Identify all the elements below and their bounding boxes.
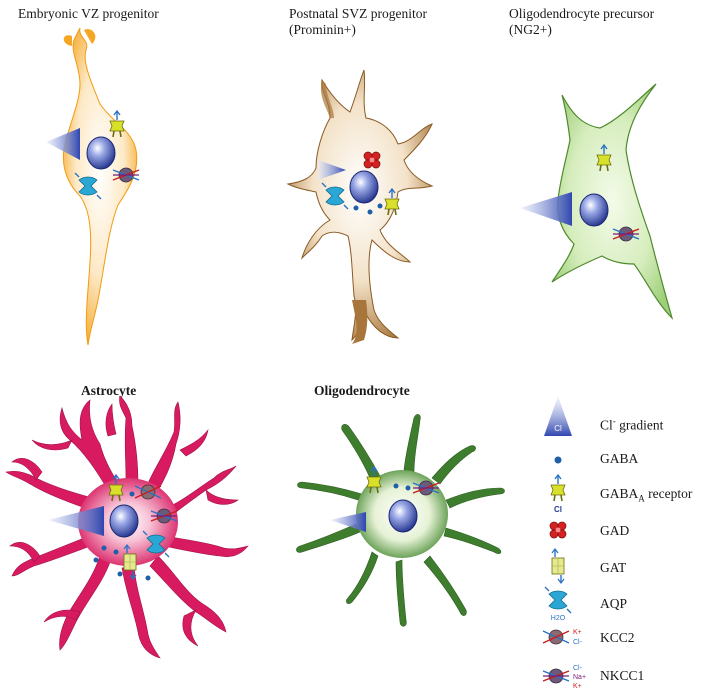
astrocyte-cl-gradient-cone (48, 506, 104, 536)
astrocyte-gaba-dots (93, 491, 151, 581)
oligodendrocyte-gaba-dots (393, 483, 411, 491)
legend-gaba-dot-icon (554, 456, 562, 464)
svz-title-line1: Postnatal SVZ progenitor (289, 6, 427, 21)
opc-cell (520, 83, 674, 321)
legend-icons: Cl Cl H2O K+ Cl- Cl- Na+ K+ (542, 396, 586, 690)
opc-title-line2: (NG2+) (509, 22, 552, 37)
legend-gaba-label: GABA (600, 451, 639, 466)
astrocyte-cell (5, 395, 249, 659)
vz-nucleus (86, 136, 116, 170)
opc-panel-title: Oligodendrocyte precursor (NG2+) (509, 6, 654, 38)
svz-panel-title: Postnatal SVZ progenitor (Prominin+) (289, 6, 427, 38)
opc-nucleus (579, 193, 609, 227)
legend-nkcc1-label: NKCC1 (600, 668, 645, 683)
svg-text:K+: K+ (573, 629, 582, 636)
svg-text:K+: K+ (573, 683, 582, 690)
opc-cl-gradient-cone (520, 192, 572, 226)
svg-text:H2O: H2O (551, 615, 566, 622)
oligodendrocyte-nucleus (388, 499, 418, 533)
legend-gad-icon (549, 521, 567, 539)
legend-cl-gradient-label: Cl- gradient (600, 416, 664, 433)
legend-aqp-icon: H2O (544, 586, 572, 622)
svz-cl-gradient-cone (318, 160, 346, 180)
astrocyte-panel-title: Astrocyte (81, 383, 137, 398)
oligodendrocyte-cell (296, 414, 505, 627)
legend-kcc2-label: KCC2 (600, 630, 635, 645)
svg-text:Cl-: Cl- (573, 639, 583, 646)
svz-gad (363, 151, 381, 169)
vz-panel-title: Embryonic VZ progenitor (18, 6, 159, 21)
legend-gat-label: GAT (600, 560, 627, 575)
opc-title-line1: Oligodendrocyte precursor (509, 6, 655, 21)
legend-gaba-a-receptor-icon: Cl (550, 474, 566, 514)
legend-kcc2-icon: K+ Cl- (542, 629, 583, 646)
vz-cl-gradient-cone (46, 128, 80, 160)
svz-nucleus (349, 170, 379, 204)
svz-gaba-dots (353, 203, 383, 215)
legend-gat-icon (551, 548, 565, 584)
svg-text:Cl: Cl (554, 505, 562, 514)
oligodendrocyte-panel-title: Oligodendrocyte (314, 383, 410, 398)
legend-cl-gradient-icon: Cl (544, 396, 572, 436)
legend-gad-label: GAD (600, 523, 630, 538)
svg-text:Cl-: Cl- (573, 665, 583, 672)
oligodendrocyte-cl-gradient-cone (330, 512, 366, 532)
svz-progenitor-cell (286, 69, 434, 344)
legend-gaba-a-receptor-label: GABAA receptor (600, 486, 693, 504)
vz-progenitor-cell (46, 27, 140, 346)
svg-text:Na+: Na+ (573, 674, 586, 681)
svg-text:Cl: Cl (554, 424, 562, 433)
legend-aqp-label: AQP (600, 596, 628, 611)
svz-title-line2: (Prominin+) (289, 22, 356, 37)
astrocyte-nucleus (109, 504, 139, 538)
legend-nkcc1-icon: Cl- Na+ K+ (542, 665, 586, 690)
